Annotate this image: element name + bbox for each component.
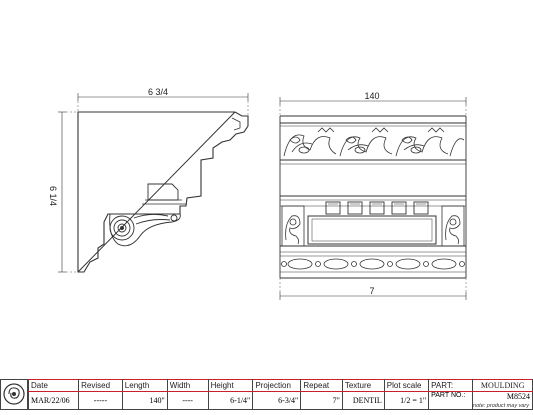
product-note-text: note: product may vary xyxy=(473,403,529,409)
plot-scale-value: 1/2 = 1" xyxy=(383,391,430,410)
part-value: MOULDING xyxy=(472,379,533,392)
date-value: MAR/22/06 xyxy=(27,391,80,410)
corbel-ornament-left xyxy=(281,205,305,247)
technical-drawing: 6 3/4 6 1/4 140 7 xyxy=(48,87,467,300)
repeat-header: Repeat xyxy=(300,379,343,392)
side-height-label: 6 1/4 xyxy=(48,186,58,206)
side-width-label: 6 3/4 xyxy=(148,87,168,97)
product-note: note: product may vary xyxy=(473,403,529,409)
width-header: Width xyxy=(166,379,209,392)
profile-outline xyxy=(77,111,249,273)
corbel-ornament-right xyxy=(441,205,465,247)
profile-back-edge xyxy=(77,111,236,273)
dentil-row xyxy=(325,201,429,215)
revised-header: Revised xyxy=(78,379,123,392)
length-header: Length xyxy=(121,379,168,392)
title-block: Date Revised Length Width Height Project… xyxy=(0,379,533,410)
length-value: 140" xyxy=(121,391,168,410)
texture-header: Texture xyxy=(341,379,385,392)
scroll-bracket xyxy=(109,213,181,247)
bead-and-reel-band xyxy=(281,258,465,270)
part-no-header: PART NO.: xyxy=(428,391,474,410)
date-header: Date xyxy=(27,379,80,392)
front-repeat-label: 7 xyxy=(369,286,374,296)
height-value: 6-1/4" xyxy=(207,391,254,410)
center-panel xyxy=(307,215,437,245)
revised-value: ----- xyxy=(78,391,123,410)
part-header: PART: xyxy=(428,379,474,392)
projection-header: Projection xyxy=(252,379,302,392)
plot-scale-header: Plot scale xyxy=(383,379,430,392)
repeat-value: 7" xyxy=(300,391,343,410)
width-value: ---- xyxy=(166,391,209,410)
side-profile xyxy=(58,93,249,273)
front-elevation xyxy=(279,97,467,300)
texture-value: DENTIL xyxy=(341,391,385,410)
block-top xyxy=(147,183,179,201)
height-header: Height xyxy=(207,379,254,392)
projection-value: 6-3/4" xyxy=(252,391,302,410)
acanthus-band xyxy=(283,127,465,157)
front-width-label: 140 xyxy=(364,91,379,101)
part-no-value: M8524 xyxy=(472,391,533,410)
